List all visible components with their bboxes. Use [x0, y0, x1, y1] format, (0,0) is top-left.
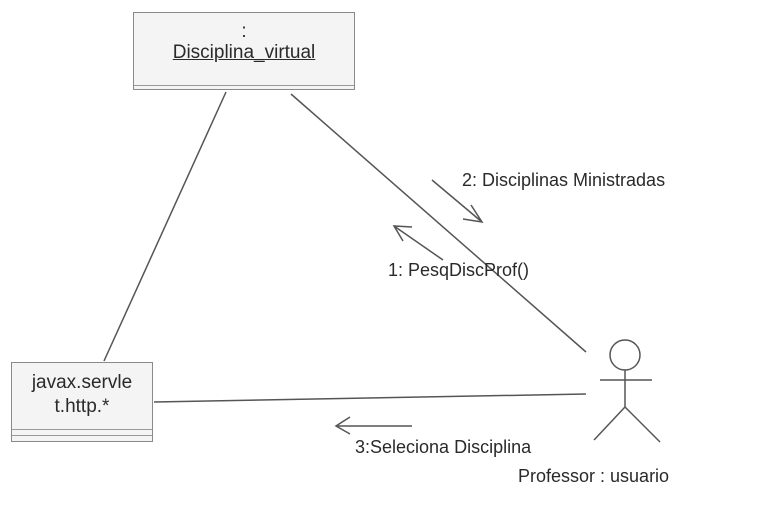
message-2-label: 2: Disciplinas Ministradas [462, 170, 666, 190]
object-divider [134, 85, 354, 86]
message-1-label: 1: PesqDiscProf() [388, 260, 530, 280]
object-disciplina-virtual[interactable]: : Disciplina_virtual [133, 12, 355, 90]
link-servlet-professor [153, 393, 587, 403]
message-3-arrow [334, 416, 412, 435]
object-name-line1: javax.servle [31, 372, 133, 393]
object-servlet[interactable]: javax.servle t.http.* [11, 362, 153, 442]
message-1-arrow [392, 225, 444, 261]
message-3-label: 3:Seleciona Disciplina [355, 437, 532, 457]
link-disciplina-professor [290, 93, 587, 353]
object-name: Disciplina_virtual [172, 42, 316, 63]
actor-label: Professor : usuario [518, 466, 670, 486]
actor-figure [593, 339, 661, 443]
link-disciplina-servlet [103, 91, 227, 362]
object-divider [12, 435, 152, 436]
object-divider [12, 429, 152, 430]
object-name-line2: t.http.* [54, 396, 110, 417]
object-prefix: : [241, 21, 247, 42]
message-2-arrow [431, 179, 484, 224]
